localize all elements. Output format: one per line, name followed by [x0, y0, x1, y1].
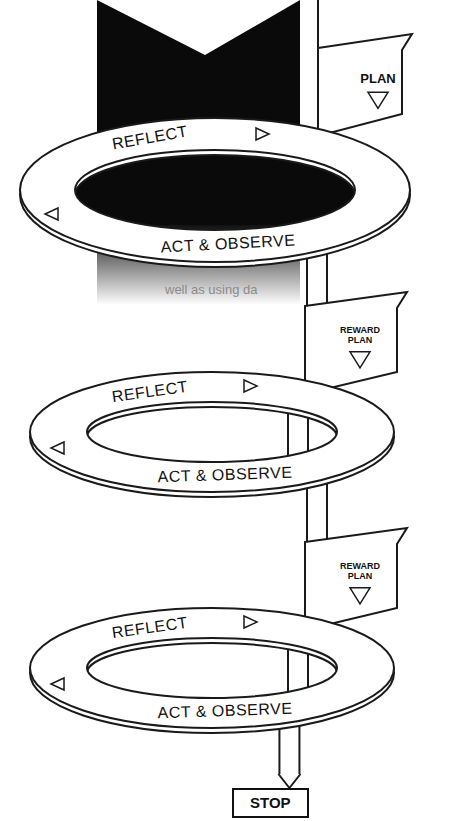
ring-band	[20, 118, 410, 262]
spiral-ring: REFLECTACT & OBSERVE	[30, 608, 394, 728]
down-triangle	[368, 92, 388, 108]
direction-triangle	[45, 208, 58, 220]
spiral-ring: REFLECTACT & OBSERVE	[30, 372, 394, 492]
plan-text-holder: REWARD PLAN	[334, 326, 386, 346]
down-triangle	[350, 352, 370, 368]
plan-arrow-shape	[318, 34, 412, 136]
direction-triangle	[256, 128, 269, 140]
plan-arrow: PLAN	[318, 32, 414, 136]
plan-text-holder: PLAN	[353, 72, 403, 86]
direction-triangle	[51, 442, 64, 454]
plan-label: REWARD PLAN	[334, 562, 386, 582]
band-outline	[306, 480, 328, 542]
direction-triangle	[244, 616, 257, 628]
ring-band	[30, 372, 394, 492]
band-fill	[308, 480, 326, 542]
flow-band	[317, 480, 318, 542]
plan-arrow-shape	[305, 528, 407, 630]
plan-label: PLAN	[353, 72, 403, 86]
spiral-ring: REFLECTACT & OBSERVE	[20, 118, 410, 262]
flow-band	[317, 250, 318, 306]
direction-triangle	[244, 380, 257, 392]
stop-box: STOP	[232, 788, 309, 818]
plan-arrow: REWARD PLAN	[305, 526, 409, 630]
direction-triangle	[51, 678, 64, 690]
down-triangle	[350, 588, 370, 604]
stop-label: STOP	[234, 790, 307, 816]
band-point	[278, 774, 300, 788]
plan-label: REWARD PLAN	[334, 326, 386, 346]
plan-text-holder: REWARD PLAN	[334, 562, 386, 582]
plan-arrow: REWARD PLAN	[305, 290, 409, 394]
flow-band	[278, 721, 300, 788]
plan-arrow-shape	[305, 292, 407, 394]
show-through-text: well as using da	[165, 282, 258, 297]
ring-band	[30, 608, 394, 728]
